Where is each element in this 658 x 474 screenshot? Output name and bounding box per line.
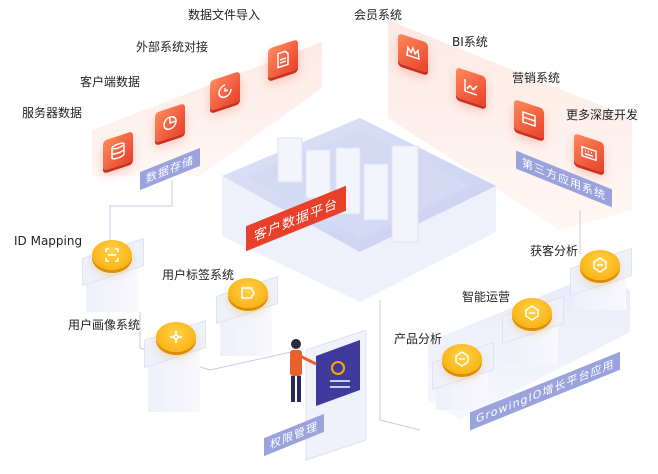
ticket-icon [514, 99, 544, 139]
growth-label-operation: 智能运营 [462, 290, 511, 304]
third-party-label-more: 更多深度开发 [566, 108, 639, 122]
third-party-label-marketing: 营销系统 [512, 71, 561, 85]
document-icon [268, 39, 298, 79]
storage-item-label-client: 客户端数据 [80, 75, 141, 89]
person-head [291, 339, 301, 349]
person-body [290, 350, 302, 376]
user-network-icon [156, 322, 196, 352]
storage-item-label-server: 服务器数据 [22, 106, 83, 120]
storage-item-label-file: 数据文件导入 [188, 8, 261, 22]
tag-icon [228, 278, 268, 308]
scan-icon [92, 240, 132, 270]
left-module-label-portrait: 用户画像系统 [68, 318, 141, 332]
operation-growingio-icon [512, 298, 552, 328]
permission-kiosk [290, 330, 367, 461]
acquisition-growingio-icon [580, 250, 620, 280]
growth-label-product: 产品分析 [394, 332, 443, 346]
left-module-label-id-mapping: ID Mapping [14, 234, 83, 248]
pie-chart-icon [155, 103, 185, 143]
storage-item-label-external: 外部系统对接 [136, 40, 209, 54]
keyboard-icon [574, 133, 604, 173]
product-growingio-icon [442, 344, 482, 374]
third-party-label-member: 会员系统 [354, 8, 403, 22]
left-module-label-tag: 用户标签系统 [162, 268, 235, 282]
database-icon [103, 131, 133, 171]
refresh-chart-icon [210, 71, 240, 111]
storage-slab [92, 42, 322, 176]
crown-icon [398, 33, 428, 73]
line-chart-icon [456, 67, 486, 107]
platform-bars [277, 137, 419, 243]
third-party-label-bi: BI系统 [452, 35, 488, 49]
growth-label-acquisition: 获客分析 [530, 244, 579, 258]
